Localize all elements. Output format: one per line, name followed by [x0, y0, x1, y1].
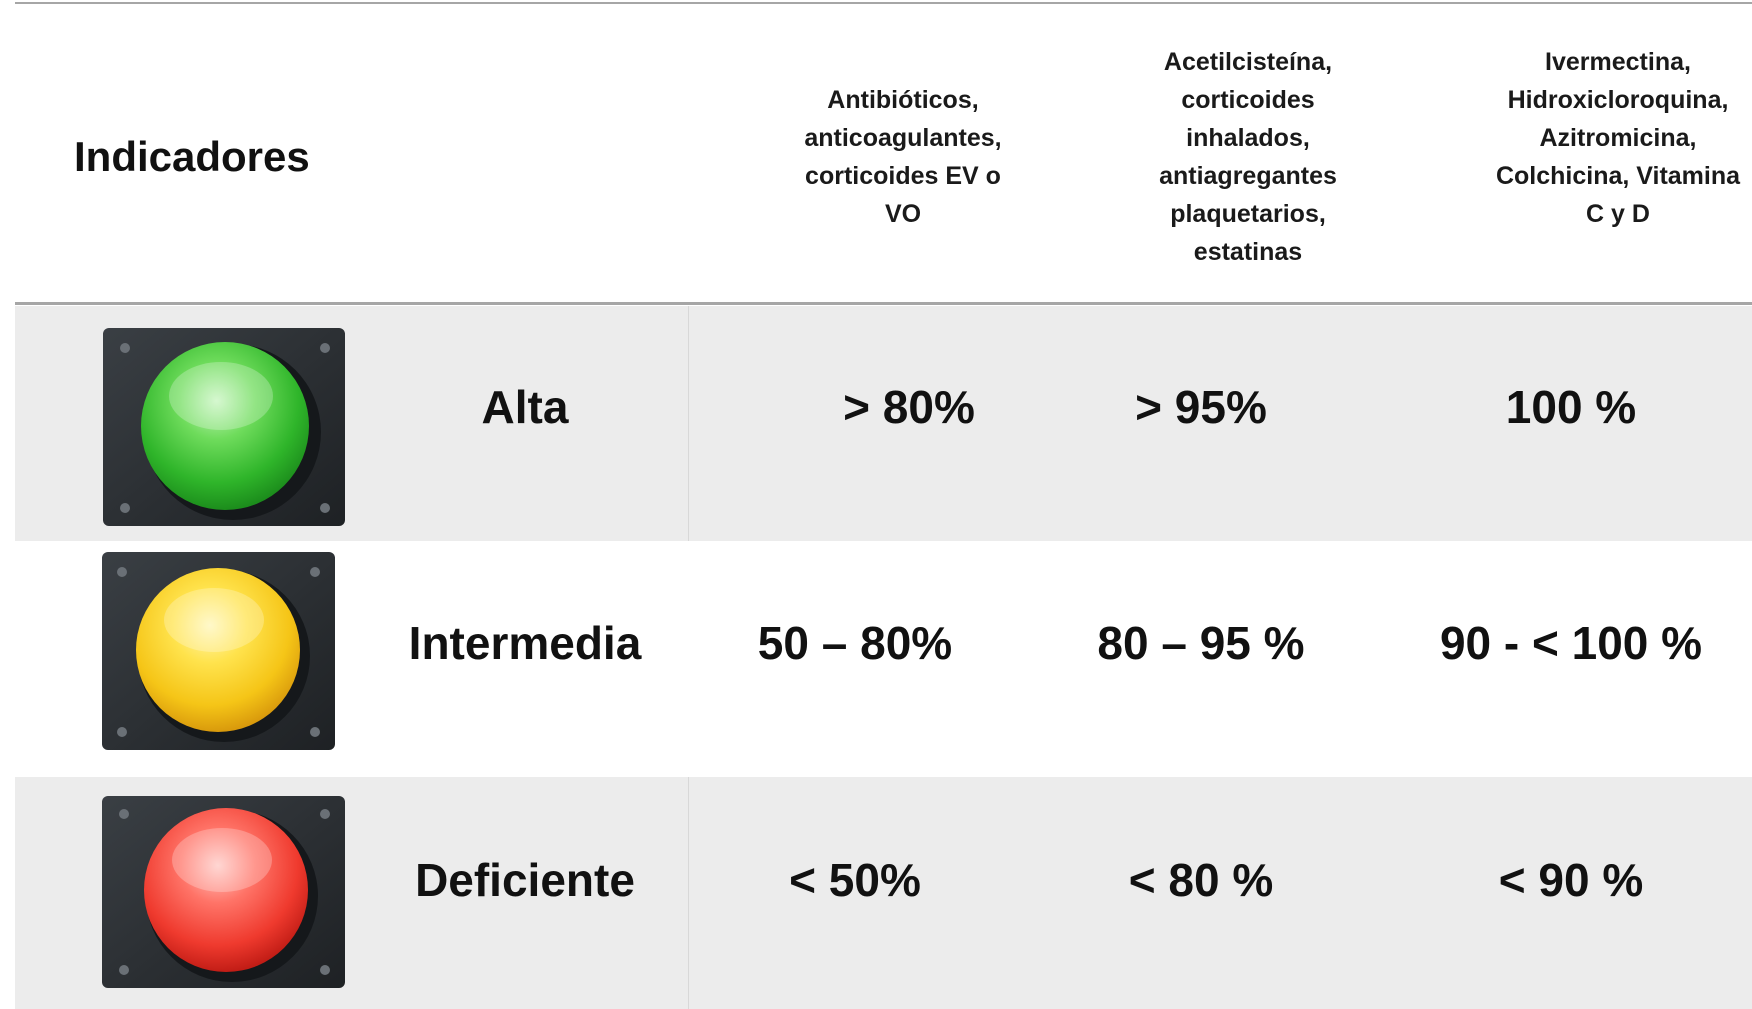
column-header-line: anticoagulantes,: [804, 124, 1002, 152]
column-header-line: inhalados,: [1186, 124, 1310, 152]
level-label-intermedia: Intermedia: [408, 617, 642, 669]
column-divider: [688, 306, 689, 541]
level-label-deficiente: Deficiente: [415, 854, 635, 906]
column-header-line: Hidroxicloroquina,: [1507, 86, 1729, 114]
column-header-line: Colchicina, Vitamina: [1495, 162, 1741, 190]
red-traffic-light-icon: [102, 796, 345, 988]
column-header-line: Azitromicina,: [1539, 124, 1697, 152]
column-header-line: plaquetarios,: [1170, 200, 1326, 228]
value-cell: 90 - < 100 %: [1439, 617, 1703, 669]
value-cell: < 80 %: [1128, 854, 1274, 906]
column-divider: [688, 777, 689, 1009]
yellow-traffic-light-icon: [102, 552, 335, 750]
header-title: Indicadores: [74, 133, 310, 180]
value-cell: > 95%: [1135, 381, 1267, 433]
column-header-line: corticoides EV o: [805, 162, 1001, 190]
value-cell: 100 %: [1505, 381, 1637, 433]
column-header-line: estatinas: [1193, 238, 1303, 266]
column-header-line: VO: [884, 200, 922, 228]
header-rule: [15, 302, 1752, 305]
green-traffic-light-icon: [103, 328, 345, 526]
column-header-2: Acetilcisteína, corticoides inhalados, a…: [1118, 43, 1378, 271]
top-rule: [15, 2, 1752, 4]
column-header-line: antiagregantes: [1159, 162, 1337, 190]
column-header-line: Ivermectina,: [1545, 48, 1691, 76]
column-header-1: Antibióticos, anticoagulantes, corticoid…: [773, 81, 1033, 233]
column-header-line: C y D: [1586, 200, 1650, 228]
column-header-line: corticoides: [1181, 86, 1315, 114]
value-cell: 50 – 80%: [757, 617, 953, 669]
value-cell: < 90 %: [1498, 854, 1644, 906]
value-cell: > 80%: [843, 381, 975, 433]
value-cell: < 50%: [789, 854, 921, 906]
column-header-line: Acetilcisteína,: [1163, 48, 1333, 76]
level-label-alta: Alta: [481, 381, 569, 433]
column-header-line: Antibióticos,: [827, 86, 979, 114]
value-cell: 80 – 95 %: [1097, 617, 1305, 669]
column-header-3: Ivermectina, Hidroxicloroquina, Azitromi…: [1488, 43, 1748, 233]
